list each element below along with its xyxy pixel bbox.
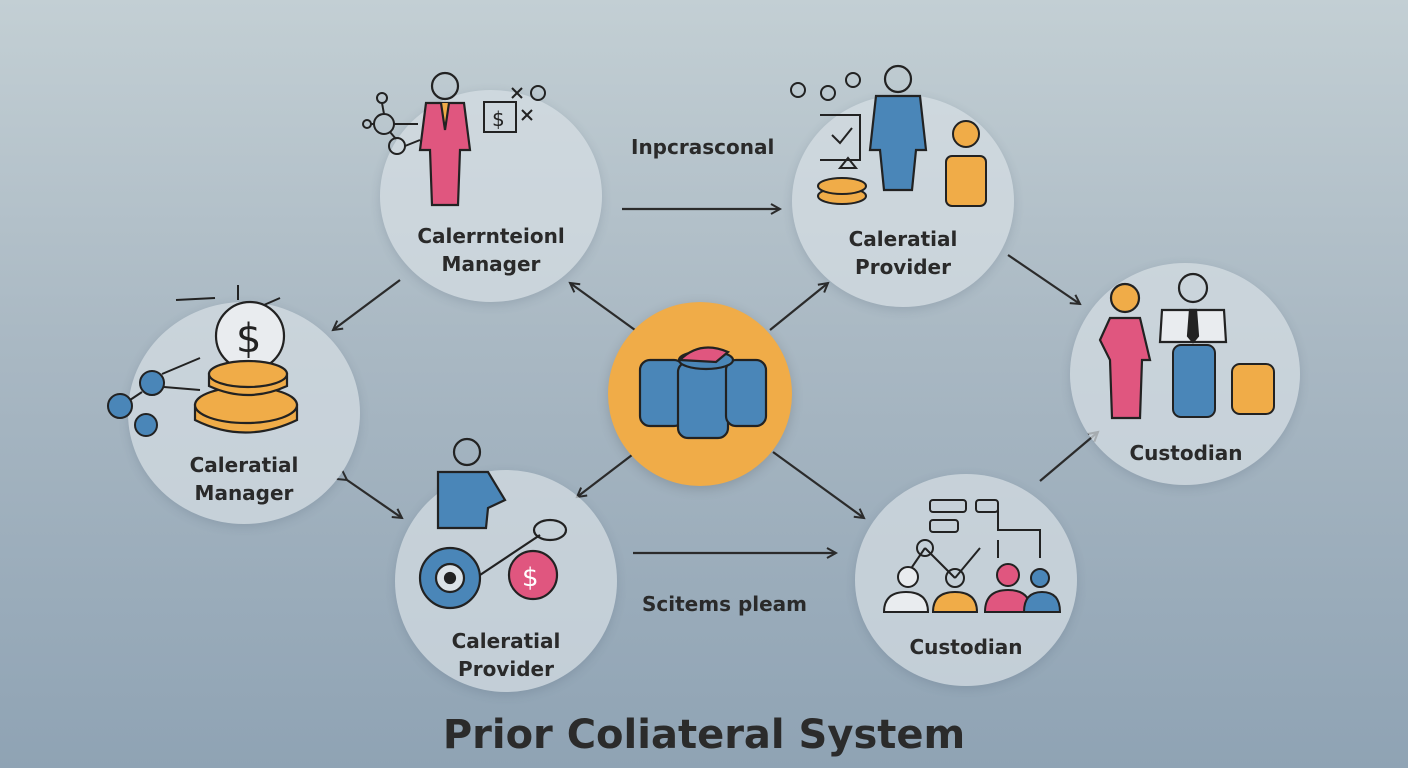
arrow-center-to-bottomright [772,451,864,518]
node-left-label: Caleratial Manager [189,453,299,505]
node-bottom-right-label: Custodian [909,635,1023,659]
node-top-left-label: Calerrnteionl Manager [417,224,565,276]
arrow-topright-to-right [1007,254,1080,304]
dollar-sign-icon: $ [483,85,546,133]
businessman-icon [418,71,472,207]
arrow-topleft-to-left [333,279,401,330]
coin-stack-icon [1172,344,1275,418]
svg-text:$: $ [236,316,261,362]
person-icon [868,64,928,192]
diagram-title: Prior Coliateral System [442,712,966,758]
person-icon [436,437,507,530]
wheel-icon [418,534,541,610]
checklist-icon [790,72,861,169]
dollar-coin-icon: $ [214,300,286,372]
coin-stack-icon [193,359,299,434]
coin-stack-icon [817,120,987,207]
arrow-center-to-bottomleft [577,454,633,497]
svg-text:$: $ [492,107,505,131]
arrow-center-to-topright [769,283,828,331]
woman-icon [1098,282,1152,420]
network-icon [362,92,421,155]
dollar-coin-icon: $ [507,518,568,601]
man-icon [1158,272,1228,344]
node-top-left[interactable] [380,90,602,302]
team-icon [882,563,1062,613]
database-stack-icon [638,346,768,440]
edge-label-top: Inpcrasconal [631,135,775,159]
node-bottom-left-label: Caleratial Provider [451,629,561,681]
edge-label-bottom: Scitems pleam [642,592,808,616]
arrow-center-to-topleft [570,283,636,331]
svg-text:$: $ [522,563,539,593]
node-top-right-label: Caleratial Provider [848,227,958,279]
arrow-bottomright-to-right [1039,432,1098,482]
network-icon [107,285,281,437]
node-right-label: Custodian [1129,441,1243,465]
arrow-left-bottomleft [347,480,402,518]
flowchart-icon [909,499,1041,588]
